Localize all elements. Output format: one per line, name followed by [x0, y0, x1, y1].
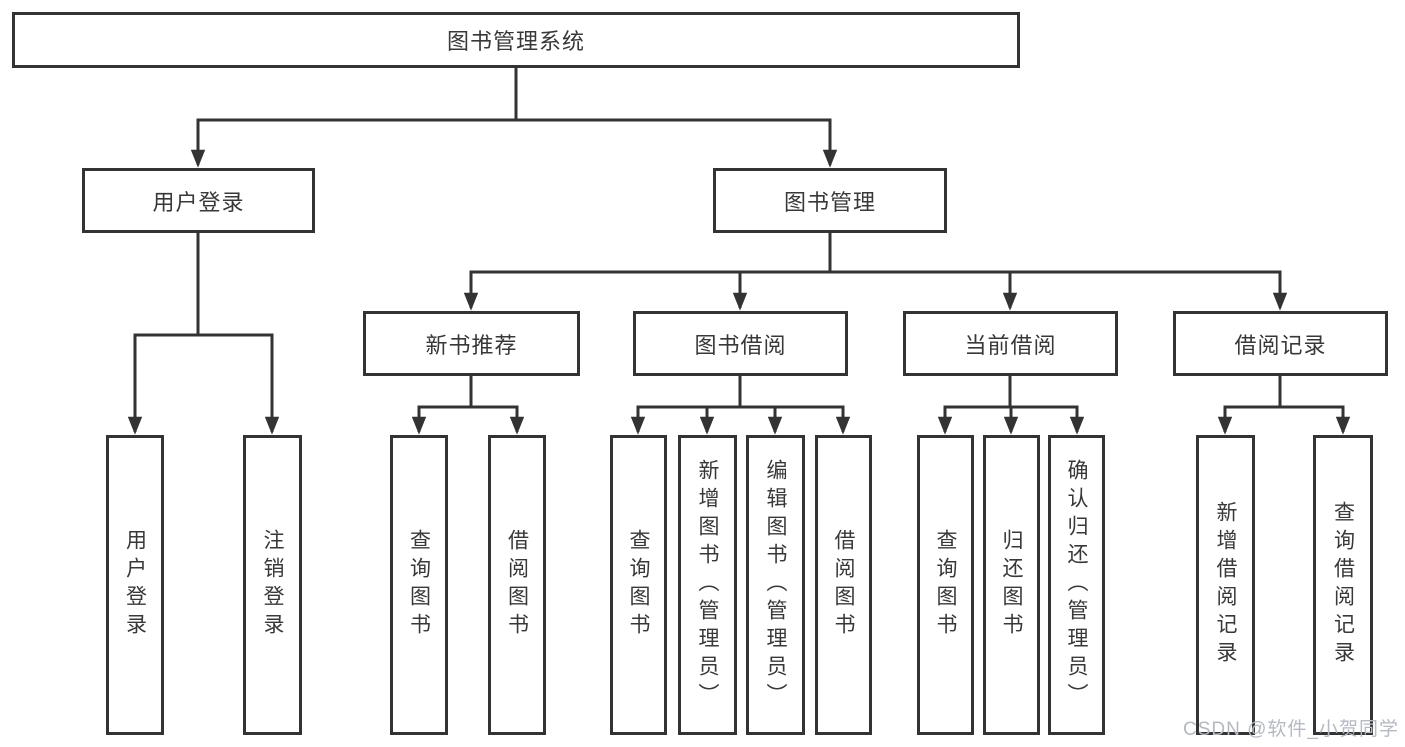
leaf-label: 借阅图书 — [832, 529, 856, 641]
node-label: 借阅记录 — [1234, 332, 1327, 358]
leaf-query-books-current: 查询图书 — [917, 435, 974, 735]
leaf-query-books-borrowing: 查询图书 — [610, 435, 667, 735]
leaf-label: 查询图书 — [627, 529, 651, 641]
leaf-label: 新增图书（管理员） — [696, 459, 720, 711]
node-borrowing-records: 借阅记录 — [1173, 311, 1388, 376]
node-current-borrowing: 当前借阅 — [903, 311, 1118, 376]
leaf-confirm-return-admin: 确认归还（管理员） — [1048, 435, 1105, 735]
node-label: 图书借阅 — [694, 332, 787, 358]
node-new-book-recommend: 新书推荐 — [363, 311, 580, 376]
leaf-label: 查询图书 — [407, 529, 431, 641]
leaf-label: 用户登录 — [123, 529, 147, 641]
node-user-login-branch: 用户登录 — [82, 168, 315, 233]
leaf-return-books: 归还图书 — [983, 435, 1040, 735]
leaf-label: 查询图书 — [934, 529, 958, 641]
node-book-borrowing: 图书借阅 — [633, 311, 848, 376]
leaf-edit-books-admin: 编辑图书（管理员） — [746, 435, 805, 735]
node-label: 用户登录 — [152, 189, 245, 215]
leaf-label: 编辑图书（管理员） — [764, 459, 788, 711]
leaf-borrow-books-borrowing: 借阅图书 — [815, 435, 872, 735]
leaf-label: 新增借阅记录 — [1214, 501, 1238, 669]
leaf-label: 借阅图书 — [505, 529, 529, 641]
node-label: 图书管理 — [783, 189, 876, 215]
leaf-add-books-admin: 新增图书（管理员） — [678, 435, 737, 735]
leaf-label: 注销登录 — [261, 529, 285, 641]
leaf-user-login: 用户登录 — [106, 435, 164, 735]
node-root-system: 图书管理系统 — [12, 12, 1020, 68]
leaf-add-borrow-record: 新增借阅记录 — [1196, 435, 1255, 735]
leaf-query-books-recommend: 查询图书 — [390, 435, 448, 735]
node-label: 新书推荐 — [425, 332, 518, 358]
leaf-logout: 注销登录 — [243, 435, 302, 735]
diagram-edges — [127, 68, 1351, 435]
leaf-label: 确认归还（管理员） — [1065, 459, 1089, 711]
csdn-watermark: CSDN @软件_小贺同学 — [1183, 719, 1399, 740]
node-root-label: 图书管理系统 — [446, 29, 585, 54]
leaf-query-borrow-record: 查询借阅记录 — [1313, 435, 1373, 735]
leaf-label: 归还图书 — [1000, 529, 1024, 641]
node-label: 当前借阅 — [964, 332, 1057, 358]
leaf-label: 查询借阅记录 — [1331, 501, 1355, 669]
node-book-management-branch: 图书管理 — [713, 168, 947, 233]
leaf-borrow-books-recommend: 借阅图书 — [488, 435, 546, 735]
